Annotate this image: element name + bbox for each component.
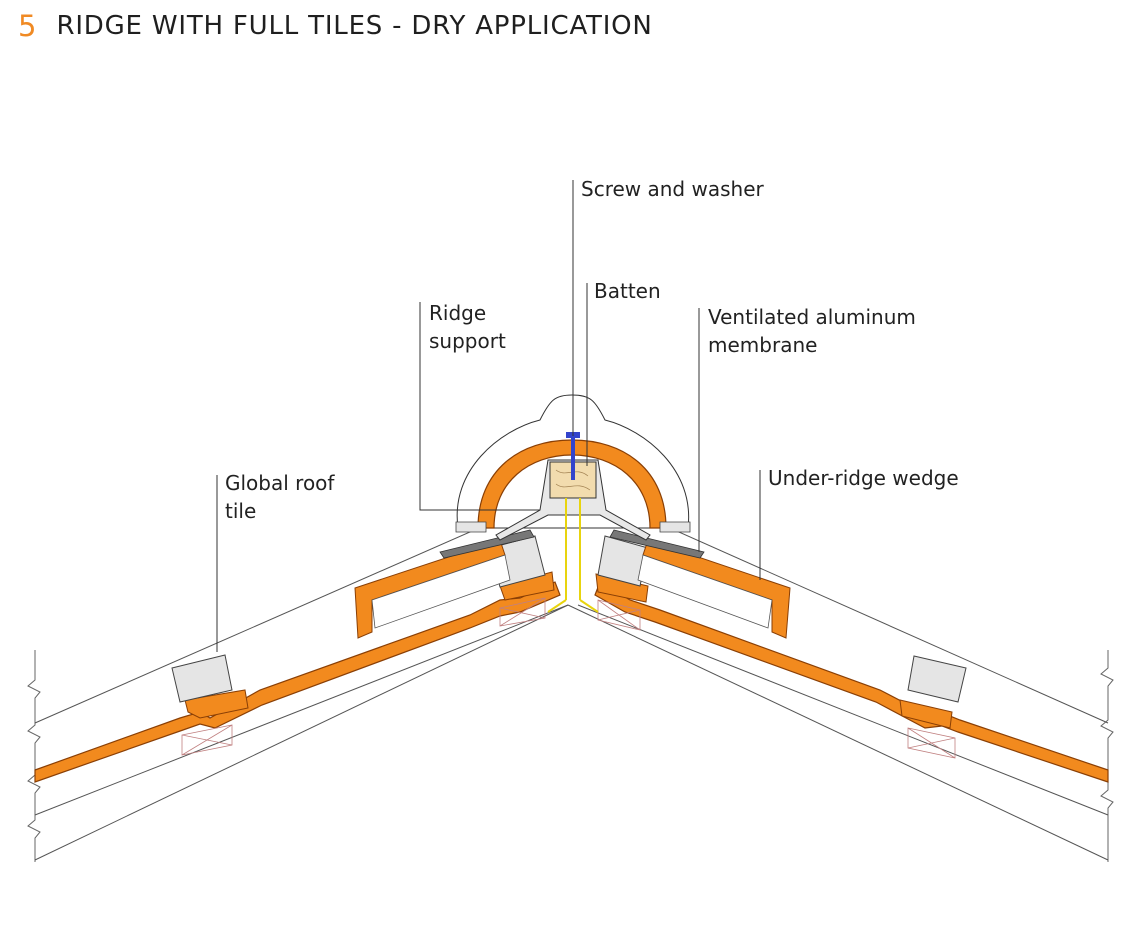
- label-global-roof-tile-line2: tile: [225, 499, 256, 523]
- section-header: 5 RIDGE WITH FULL TILES - DRY APPLICATIO…: [18, 6, 653, 46]
- label-ventilated-line1: Ventilated aluminum: [708, 305, 916, 329]
- ventilated-membrane: [439, 529, 705, 559]
- label-ridge-support-line1: Ridge: [429, 301, 486, 325]
- leader-lines: [216, 180, 761, 652]
- left-break-lines: [27, 650, 41, 862]
- label-under-ridge-wedge: Under-ridge wedge: [768, 466, 959, 490]
- label-global-roof-tile-line1: Global roof: [225, 471, 335, 495]
- tile-clips-gray: [171, 535, 967, 703]
- section-number: 5: [18, 9, 37, 43]
- under-ridge-wedges: [354, 539, 791, 639]
- yellow-ridge-post: [547, 498, 599, 613]
- right-tile-band: [594, 581, 1109, 783]
- label-ridge-support-line2: support: [429, 329, 506, 353]
- label-screw-and-washer: Screw and washer: [581, 177, 764, 201]
- label-batten: Batten: [594, 279, 661, 303]
- left-tile-band: [34, 581, 561, 783]
- section-title: RIDGE WITH FULL TILES - DRY APPLICATION: [56, 11, 653, 41]
- label-ventilated-line2: membrane: [708, 333, 817, 357]
- ridge-support: [495, 459, 651, 541]
- left-tile-clip: [184, 571, 953, 729]
- lower-batten-hatches: [181, 597, 956, 759]
- right-break-lines: [1100, 650, 1114, 862]
